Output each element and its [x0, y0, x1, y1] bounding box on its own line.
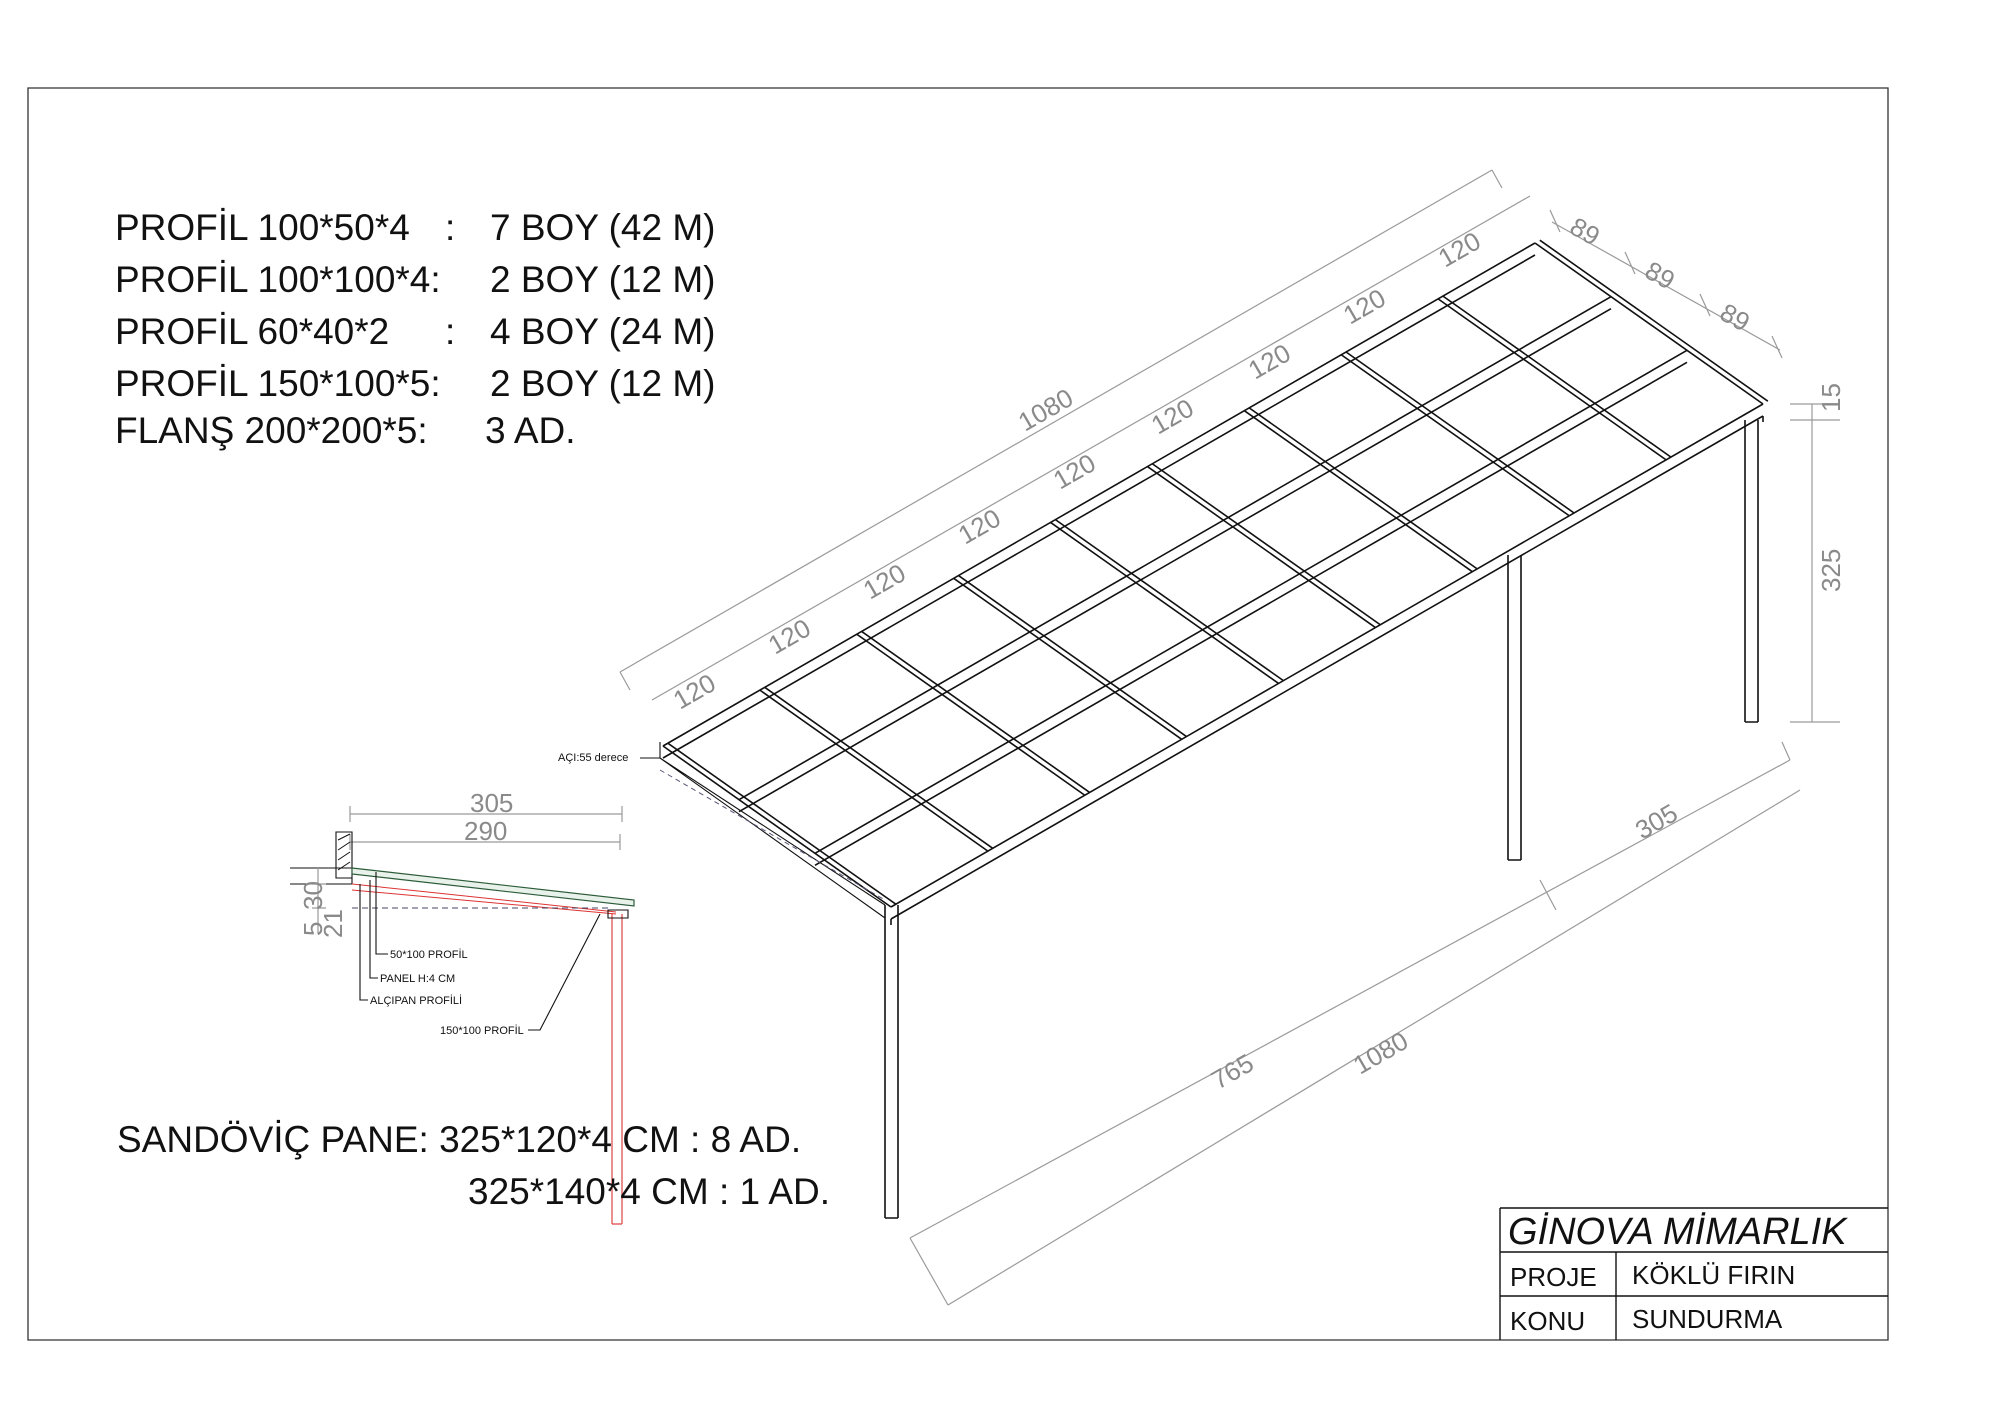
transverse-beam	[1243, 410, 1473, 573]
transverse-beam-edge	[1151, 463, 1381, 626]
transverse-beam	[662, 745, 892, 908]
section-detail: 305 290 5 30 21 50*100 PROFİL PANEL H:4 …	[290, 788, 635, 1225]
transverse-beam	[1340, 354, 1570, 517]
transverse-beam-edge	[667, 742, 897, 905]
transverse-beam	[1146, 465, 1376, 629]
dimension-label: 120	[1433, 226, 1486, 274]
dimension-top-total: 1080	[619, 169, 1503, 691]
dimension-label: 120	[1338, 283, 1391, 331]
dimension-label: 120	[953, 503, 1006, 551]
wall	[290, 831, 353, 885]
dimension-label: 305	[470, 788, 513, 818]
title-label-subject: KONU	[1510, 1306, 1585, 1336]
dimension-label: 120	[1146, 393, 1199, 441]
transverse-beam	[953, 577, 1183, 740]
column-150x100	[611, 914, 623, 1225]
dimension-height: 15 325	[1790, 383, 1846, 723]
post-middle	[1507, 555, 1522, 861]
longitudinal-beam-edge	[738, 307, 1612, 813]
longitudinal-beam	[890, 403, 1764, 908]
wall-hatch	[337, 833, 351, 871]
company-name: GİNOVA MİMARLIK	[1508, 1211, 1848, 1253]
material-separator: :	[445, 311, 455, 352]
material-list: PROFİL 100*50*4 : 7 BOY (42 M) PROFİL 10…	[115, 207, 716, 451]
canopy-posts	[884, 420, 1759, 1219]
transverse-beam-edge	[1539, 239, 1769, 402]
dimension-label: 305	[1630, 798, 1683, 846]
material-name: FLANŞ 200*200*5:	[115, 410, 428, 451]
dimension-label: 89	[1565, 211, 1605, 251]
panel-line-2: 325*140*4 CM : 1 AD.	[468, 1171, 830, 1212]
transverse-beam-edge	[1054, 518, 1284, 682]
dimension-label: 765	[1206, 1048, 1259, 1096]
transverse-beam-edge	[764, 686, 994, 849]
transverse-beam-edge	[1248, 407, 1478, 570]
dimension-label: 120	[668, 668, 721, 716]
longitudinal-beam	[738, 295, 1612, 801]
dimension-label: 1080	[1348, 1025, 1413, 1080]
transverse-beam	[1050, 521, 1280, 685]
transverse-beam-edge	[1442, 295, 1672, 458]
label-profile-150x100: 150*100 PROFİL	[440, 1024, 524, 1037]
angle-note: AÇI:55 derece	[558, 752, 628, 764]
transverse-beam-edge	[1345, 351, 1575, 514]
slope-dashes	[659, 769, 886, 901]
dimension-label: 30	[298, 881, 328, 910]
material-separator: :	[445, 207, 455, 248]
material-qty: 7 BOY (42 M)	[490, 207, 716, 248]
dimension-label: 120	[858, 558, 911, 606]
transverse-beam	[1534, 242, 1764, 405]
transverse-beam	[856, 633, 1086, 796]
dimension-label: 325	[1816, 549, 1846, 592]
label-profile-50x100: 50*100 PROFİL	[390, 948, 468, 961]
title-value-subject: SUNDURMA	[1632, 1304, 1783, 1334]
alcipan-profile	[351, 883, 617, 915]
column-top	[607, 909, 629, 919]
dimension-label: 89	[1640, 255, 1680, 295]
material-qty: 4 BOY (24 M)	[490, 311, 716, 352]
material-name: PROFİL 150*100*5:	[115, 363, 441, 404]
dimension-label: 21	[318, 909, 348, 938]
sheet-frame	[27, 87, 1889, 1341]
material-qty: 3 AD.	[485, 410, 576, 451]
longitudinal-beam	[814, 349, 1688, 855]
post-front	[884, 905, 899, 1219]
longitudinal-beam-edge	[814, 361, 1688, 867]
longitudinal-beam-edge	[890, 415, 1764, 920]
dimension-label: 1080	[1013, 382, 1078, 437]
post-right	[1744, 420, 1759, 723]
transverse-beam-edge	[861, 630, 1091, 794]
longitudinal-beam-edge	[662, 254, 1536, 759]
title-block: GİNOVA MİMARLIK PROJE KÖKLÜ FIRIN KONU S…	[1499, 1207, 1888, 1340]
label-panel: PANEL H:4 CM	[380, 973, 455, 985]
canopy-grid	[662, 239, 1769, 925]
longitudinal-beam	[662, 242, 1536, 747]
roof-panel	[351, 867, 635, 907]
material-name: PROFİL 100*50*4	[115, 207, 410, 248]
transverse-beam-edge	[958, 574, 1187, 738]
dimension-label: 5	[298, 922, 328, 936]
material-name: PROFİL 100*100*4:	[115, 259, 441, 300]
dimension-label: 15	[1816, 383, 1846, 412]
dimension-label: 290	[464, 816, 507, 846]
label-alcipan: ALÇIPAN PROFİLİ	[370, 994, 462, 1007]
dimension-label: 120	[763, 613, 816, 661]
material-qty: 2 BOY (12 M)	[490, 363, 716, 404]
dimension-label: 120	[1243, 338, 1296, 386]
transverse-beam	[759, 689, 989, 852]
dimension-label: 89	[1715, 297, 1755, 337]
dimension-label: 120	[1048, 448, 1101, 496]
transverse-beam	[1437, 298, 1667, 461]
title-label-project: PROJE	[1510, 1262, 1597, 1292]
dimension-top-segments: 120 120 120 120 120 120 120 120 120	[651, 195, 1531, 716]
material-qty: 2 BOY (12 M)	[490, 259, 716, 300]
panel-line-1: SANDÖVİÇ PANE: 325*120*4 CM : 8 AD.	[117, 1119, 801, 1160]
title-value-project: KÖKLÜ FIRIN	[1632, 1260, 1795, 1290]
material-name: PROFİL 60*40*2	[115, 311, 389, 352]
